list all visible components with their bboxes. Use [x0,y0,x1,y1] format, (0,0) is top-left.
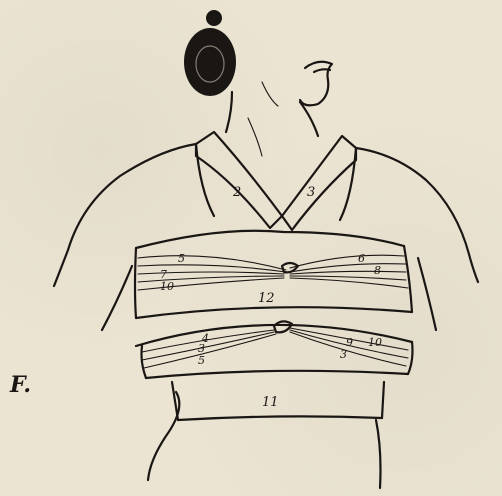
left-torso [102,266,132,330]
hair-bun [184,10,236,96]
jaw-line [262,82,278,106]
chin-outline [300,62,332,106]
label-lower-left-c: 5 [198,354,205,367]
right-shoulder [356,148,478,282]
neck-left [226,92,232,132]
label-lower-right-a: 9 [346,336,353,349]
label-left-neck: 2 [232,185,241,200]
label-upper-band: 12 [258,291,275,306]
lower-chest-band [136,321,413,378]
label-lower-band: 11 [262,395,279,410]
right-torso [418,258,436,330]
plate-letter: F. [10,372,31,398]
label-upper-left-c: 10 [160,280,174,293]
label-lower-right-c: 10 [368,336,382,349]
label-upper-left-a: 5 [178,252,185,265]
label-upper-right-a: 6 [358,252,365,265]
label-lower-right-b: 3 [340,348,347,361]
neck-bandage [196,132,356,230]
neck-line [248,118,262,156]
label-right-neck: 3 [307,185,315,200]
neck-right [300,102,318,136]
label-upper-right-b: 8 [374,264,381,277]
